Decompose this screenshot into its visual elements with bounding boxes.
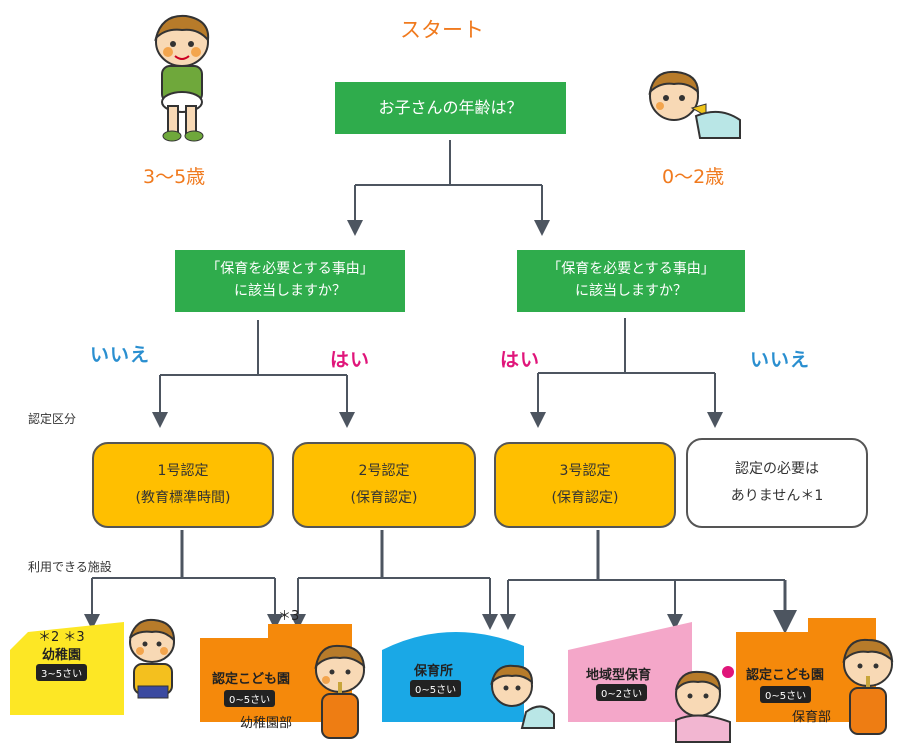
question-right-line2: に該当しますか？ xyxy=(575,283,687,299)
answer-left-yes: はい xyxy=(330,349,371,371)
kodomoen-kyoiku-title: 認定こども園 xyxy=(212,672,291,687)
chiiki-age-badge: 0~2さい xyxy=(596,684,648,701)
cert-none-line1: 認定の必要は xyxy=(735,461,819,478)
cert-3-line2: (保育認定) xyxy=(551,490,619,506)
question-right-line1: 「保育を必要とする事由」 xyxy=(547,261,715,278)
cert-box-2: 2号認定 (保育認定) xyxy=(292,442,476,528)
question-left-line1: 「保育を必要とする事由」 xyxy=(206,261,374,278)
question-box-left: 「保育を必要とする事由」 に該当しますか？ xyxy=(175,250,405,312)
cert-box-1: 1号認定 (教育標準時間) xyxy=(92,442,274,528)
start-label: スタート xyxy=(400,18,484,42)
child-with-drum-icon xyxy=(154,14,210,142)
section-label-facility: 利用できる施設 xyxy=(28,560,112,574)
question-left-line2: に該当しますか？ xyxy=(234,283,346,299)
kodomoen-kyoiku-note: ＊3 xyxy=(278,609,300,624)
hoikusho-age-badge: 0~5さい xyxy=(410,680,462,697)
baby-crawling-icon xyxy=(490,664,555,729)
kodomoen-kyoiku-age-badge: 0~5さい xyxy=(224,690,276,707)
cert-3-line1: 3号認定 xyxy=(559,463,611,480)
cert-1-line2: (教育標準時間) xyxy=(135,490,231,506)
child-with-drum-icon xyxy=(129,618,176,699)
kodomoen-hoiku-sub: 保育部 xyxy=(792,710,832,725)
kodomoen-hoiku-age-badge: 0~5さい xyxy=(760,686,812,703)
child-with-flute-icon xyxy=(314,644,366,739)
hoikusho-title: 保育所 xyxy=(414,664,454,679)
hoikusho-shape xyxy=(382,631,524,722)
age-label-3-5: 3〜5歳 xyxy=(143,166,206,188)
kindergarten-title: 幼稚園 xyxy=(42,648,82,663)
cert-1-line1: 1号認定 xyxy=(157,463,209,480)
cert-2-line1: 2号認定 xyxy=(358,463,410,480)
chiiki-title: 地域型保育 xyxy=(586,668,652,683)
age-question-box: お子さんの年齢は？ xyxy=(335,82,566,134)
answer-right-no: いいえ xyxy=(750,349,811,371)
section-label-cert: 認定区分 xyxy=(28,412,77,426)
cert-2-line2: (保育認定) xyxy=(350,490,418,506)
cert-box-none: 認定の必要は ありません＊1 xyxy=(686,438,868,528)
kindergarten-notes: ＊2 ＊3 xyxy=(38,630,85,645)
child-with-flute-icon xyxy=(842,638,894,735)
kodomoen-kyoiku-sub: 幼稚園部 xyxy=(240,716,293,731)
age-label-0-2: 0〜2歳 xyxy=(662,166,725,188)
baby-crawling-icon xyxy=(648,70,741,139)
answer-left-no: いいえ xyxy=(90,344,151,366)
kodomoen-hoiku-title: 認定こども園 xyxy=(746,668,825,683)
cert-box-3: 3号認定 (保育認定) xyxy=(494,442,676,528)
question-box-right: 「保育を必要とする事由」 に該当しますか？ xyxy=(517,250,745,312)
cert-none-line2: ありません＊1 xyxy=(730,488,824,504)
kindergarten-age-badge: 3~5さい xyxy=(36,664,88,681)
baby-with-rattle-icon xyxy=(675,666,734,743)
answer-right-yes: はい xyxy=(500,349,541,371)
